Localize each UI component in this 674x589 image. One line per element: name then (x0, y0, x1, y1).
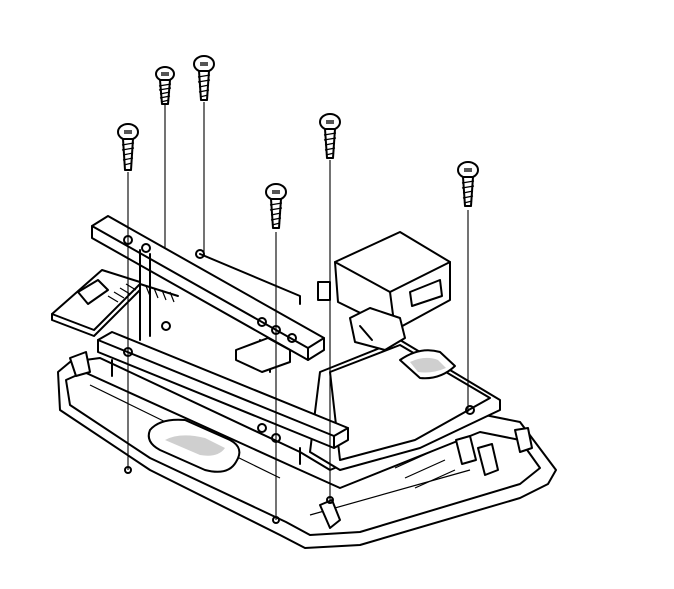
mounting-holes (124, 466, 334, 524)
screw (265, 183, 287, 229)
guide-lines (127, 102, 469, 520)
lens (147, 418, 241, 473)
connector-block (317, 231, 451, 351)
housing (57, 351, 557, 549)
screw (319, 113, 341, 159)
switch-module (51, 269, 179, 337)
screw (457, 161, 479, 207)
screw (155, 66, 175, 105)
screw (117, 123, 139, 171)
screw (193, 55, 215, 101)
circuit-board (309, 339, 501, 489)
